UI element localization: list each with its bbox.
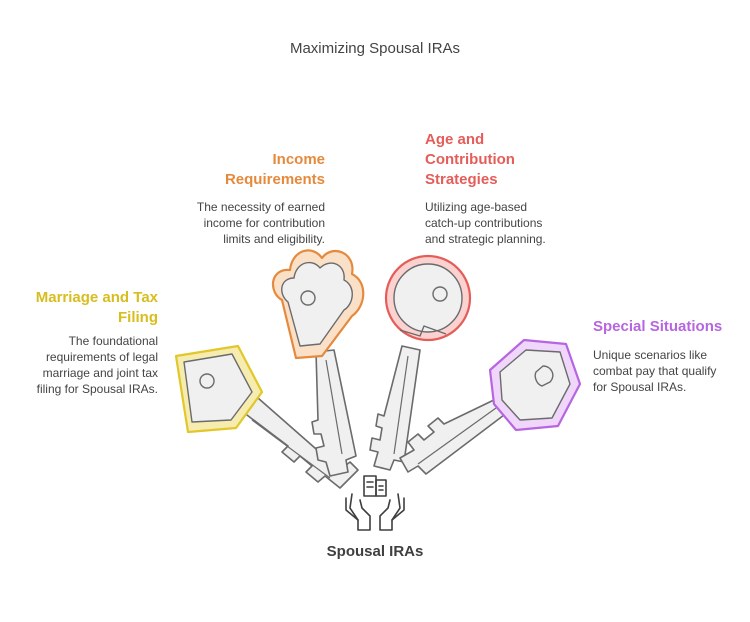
hands-holding-document-icon — [345, 475, 405, 531]
age-heading-line: Contribution — [425, 151, 515, 168]
income-heading-line: Income — [272, 151, 325, 168]
income-desc-line: income for contribution — [203, 216, 325, 230]
age-desc-line: catch-up contributions — [425, 216, 543, 230]
income-heading-line: Requirements — [224, 171, 325, 188]
marriage-description: The foundational requirements of legal m… — [37, 333, 158, 397]
age-desc-line: Utilizing age-based — [425, 200, 528, 214]
marriage-desc-line: filing for Spousal IRAs. — [36, 382, 158, 396]
income-desc-line: The necessity of earned — [196, 200, 325, 214]
center-label: Spousal IRAs — [326, 543, 424, 560]
orange-key-icon — [272, 249, 365, 477]
special-heading-line: Special Situations — [593, 318, 723, 335]
marriage-heading: Marriage and Tax Filing — [36, 288, 158, 328]
age-heading-line: Age and — [425, 131, 485, 148]
special-desc-line: Unique scenarios like — [593, 348, 708, 362]
special-heading: Special Situations — [593, 317, 722, 337]
purple-key-icon — [399, 338, 582, 475]
marriage-desc-line: The foundational — [68, 334, 158, 348]
age-heading: Age and Contribution Strategies — [425, 130, 515, 190]
special-desc-line: for Spousal IRAs. — [593, 380, 687, 394]
red-key-icon — [369, 254, 472, 471]
income-description: The necessity of earned income for contr… — [197, 199, 325, 247]
marriage-heading-line: Filing — [118, 309, 158, 326]
page-title: Maximizing Spousal IRAs — [289, 40, 461, 57]
special-desc-line: combat pay that qualify — [593, 364, 717, 378]
age-desc-line: and strategic planning. — [425, 232, 546, 246]
marriage-desc-line: marriage and joint tax — [42, 366, 158, 380]
age-heading-line: Strategies — [425, 171, 498, 188]
income-desc-line: limits and eligibility. — [223, 232, 325, 246]
marriage-heading-line: Marriage and Tax — [35, 289, 158, 306]
income-heading: Income Requirements — [225, 150, 325, 190]
age-description: Utilizing age-based catch-up contributio… — [425, 199, 546, 247]
marriage-desc-line: requirements of legal — [45, 350, 158, 364]
special-description: Unique scenarios like combat pay that qu… — [593, 347, 716, 395]
